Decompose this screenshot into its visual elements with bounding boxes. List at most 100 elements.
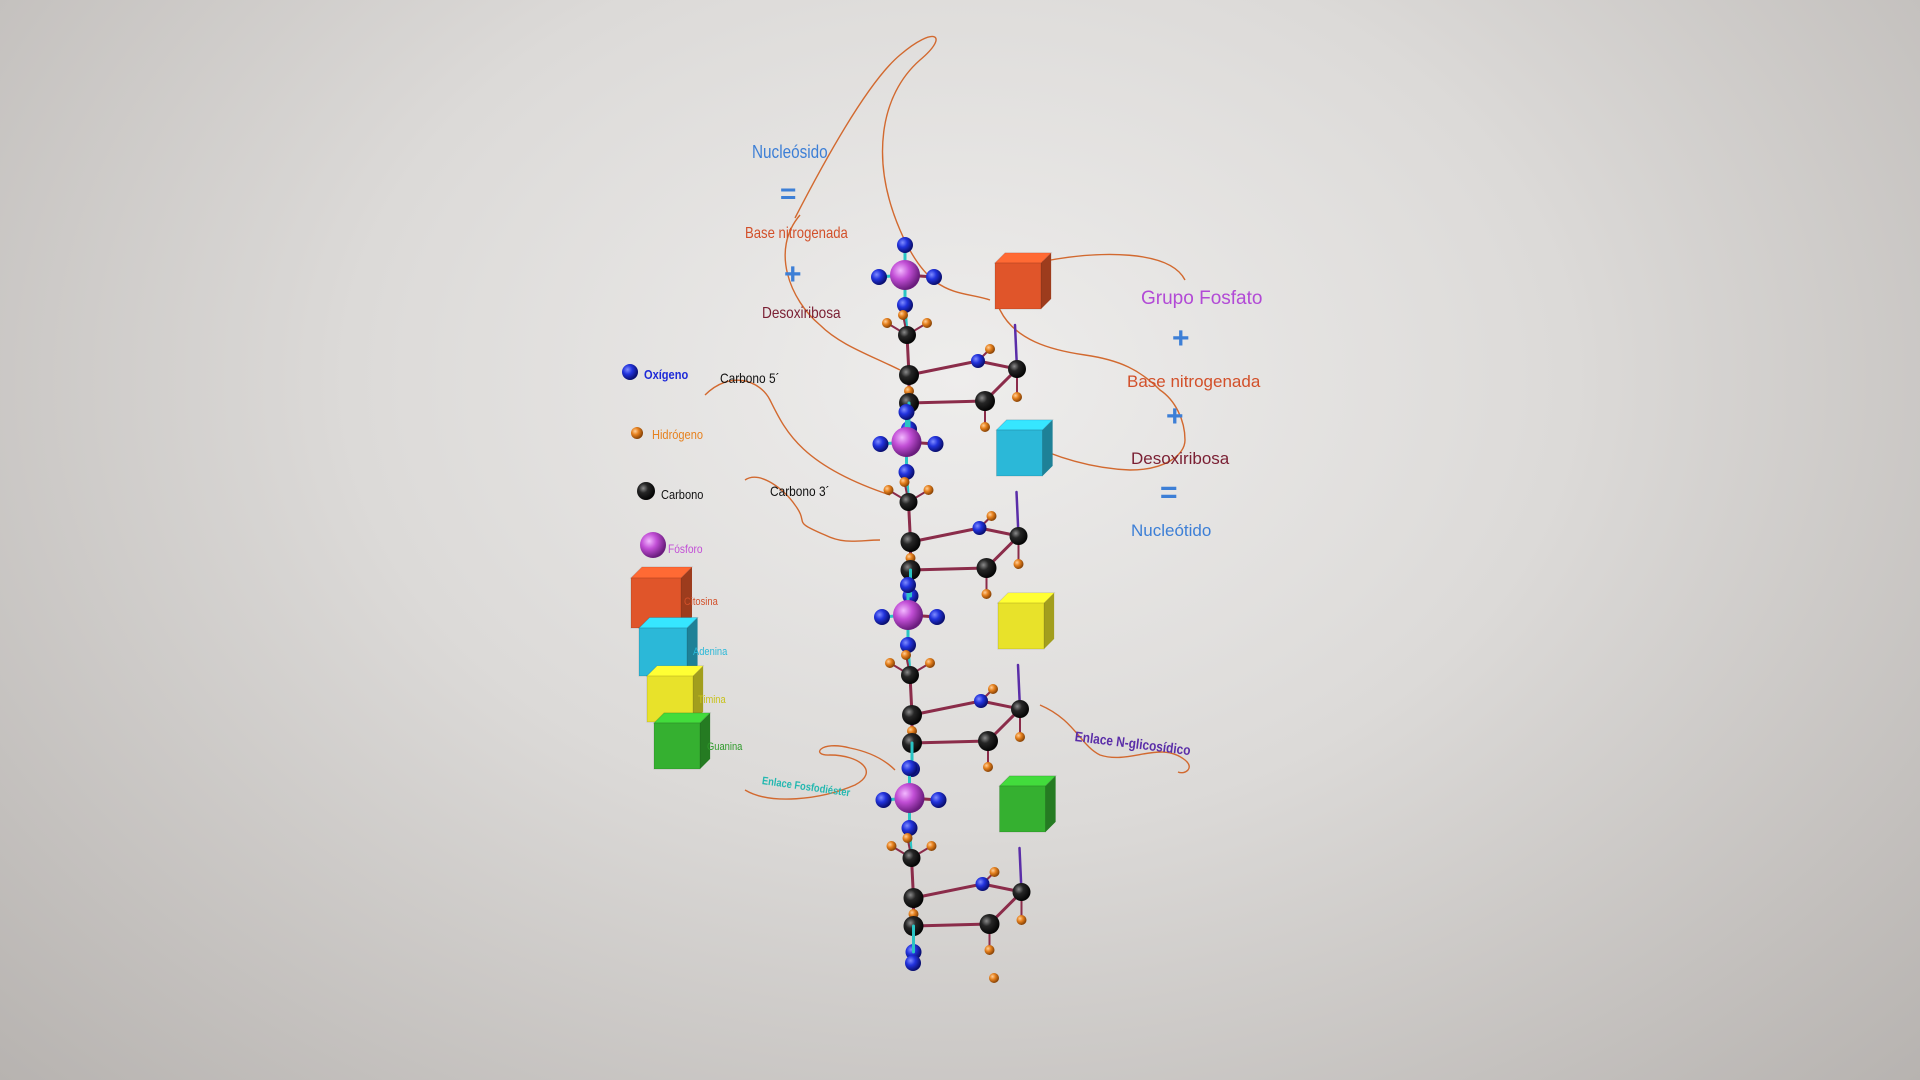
oxygen-atom [926, 269, 942, 285]
carbon-atom [978, 731, 998, 751]
oxygen-atom [974, 694, 988, 708]
oxygen-atom [927, 436, 944, 452]
hydrogen-atom [883, 485, 894, 495]
hydrogen-atom [1013, 559, 1024, 569]
nucleotide-plus-2: + [1166, 400, 1184, 433]
oxygen-atom [897, 297, 913, 313]
legend-oxygen-atom [622, 364, 638, 380]
nucleotide-sugar: Desoxiribosa [1131, 449, 1230, 468]
carbon-atom [902, 705, 922, 725]
annotation-line-nucleoside-2 [784, 214, 901, 371]
carbon-atom [899, 365, 919, 385]
oxygen-atom [875, 792, 892, 808]
nucleotide-unit [875, 760, 1057, 960]
hydrogen-atom [988, 684, 998, 694]
hydrogen-atom [886, 841, 897, 851]
hydrogen-atom [980, 422, 990, 432]
legend-cytosine-label: Citosina [684, 596, 718, 608]
nucleotide-phosphate: Grupo Fosfato [1141, 288, 1263, 309]
legend-carbon-label: Carbono [661, 487, 704, 502]
hydrogen-atom [926, 841, 937, 851]
phosphorus-atom [890, 260, 920, 290]
nucleoside-plus: + [784, 258, 802, 291]
carbon-atom [979, 914, 1000, 934]
nucleotide-unit [871, 237, 1053, 437]
guanine-base-cube [998, 775, 1057, 833]
oxygen-atom [975, 877, 990, 891]
oxygen-atom [871, 269, 887, 285]
carbon-atom [976, 558, 997, 578]
oxygen-atom [898, 464, 915, 480]
hydrogen-atom [885, 658, 895, 668]
phosphorus-atom [893, 600, 923, 630]
carbon-atom [901, 666, 919, 684]
hydrogen-atom [983, 762, 993, 772]
oxygen-atom [897, 237, 913, 253]
hydrogen-atom [985, 344, 995, 354]
carbon-5-label: Carbono 5´ [720, 370, 780, 386]
hydrogen-atom [882, 318, 892, 328]
carbon-atom [899, 493, 918, 511]
hydrogen-atom [922, 318, 932, 328]
nucleotide-plus-1: + [1172, 322, 1190, 355]
annotation-line-glycosidic [1039, 704, 1190, 774]
annotation-line-c3 [744, 476, 881, 542]
hydrogen-atom [989, 867, 1000, 877]
nucleotide-result: Nucleótido [1131, 521, 1212, 540]
oxygen-atom [972, 521, 987, 535]
sugar-ring-bond [909, 566, 988, 572]
oxygen-atom [874, 609, 890, 625]
phosphorus-atom [891, 427, 922, 457]
oxygen-atom [900, 577, 916, 593]
annotation-line-nucleoside [794, 35, 991, 301]
nucleotide-unit [874, 577, 1056, 777]
oxygen-atom [929, 609, 945, 625]
carbon-atom [1008, 360, 1026, 378]
legend-marks [622, 364, 712, 770]
hydrogen-atom [986, 511, 997, 521]
hydrogen-atom [1015, 732, 1025, 742]
carbon-atom [1009, 527, 1028, 545]
oxygen-atom [901, 760, 918, 776]
oxygen-atom [905, 955, 921, 971]
sugar-ring-bond [907, 359, 980, 377]
legend-hydrogen-label: Hidrógeno [652, 427, 703, 442]
carbon-3-label: Carbono 3´ [770, 483, 830, 499]
cytosine-base-cube [993, 252, 1053, 310]
hydrogen-atom [898, 310, 908, 320]
thymine-base-cube [996, 592, 1056, 650]
legend-phosphorus-label: Fósforo [668, 542, 703, 556]
hydrogen-atom [925, 658, 935, 668]
hydrogen-atom [902, 833, 913, 843]
legend-carbon-atom [637, 482, 655, 500]
oxygen-atom [898, 404, 915, 420]
carbon-atom [902, 849, 921, 867]
nucleoside-sugar: Desoxiribosa [762, 305, 841, 322]
nucleoside-base: Base nitrogenada [745, 225, 848, 242]
sugar-ring-bond [912, 882, 984, 900]
legend-oxygen-label: Oxígeno [644, 367, 689, 382]
adenine-base-cube [995, 419, 1054, 477]
hydrogen-atom [981, 589, 992, 599]
legend-hydrogen-atom [631, 427, 643, 439]
oxygen-atom [872, 436, 889, 452]
hydrogen-atom [989, 973, 999, 983]
hydrogen-atom [1012, 392, 1022, 402]
sugar-ring-bond [912, 922, 991, 928]
oxygen-atom [900, 637, 916, 653]
carbon-atom [900, 532, 921, 552]
annotation-line-c5 [704, 379, 891, 496]
hydrogen-atom [901, 650, 911, 660]
carbon-atom [898, 326, 916, 344]
oxygen-atom [930, 792, 947, 808]
hydrogen-atom [984, 945, 995, 955]
nucleoside-title: Nucleósido [752, 142, 828, 162]
sugar-ring-bond [910, 699, 983, 717]
carbon-atom [975, 391, 995, 411]
carbon-atom [1012, 883, 1031, 901]
hydrogen-atom [1016, 915, 1027, 925]
legend-adenine-label: Adenina [693, 646, 728, 658]
nucleotide-unit [872, 404, 1054, 604]
legend-guanine-cube [652, 712, 712, 770]
